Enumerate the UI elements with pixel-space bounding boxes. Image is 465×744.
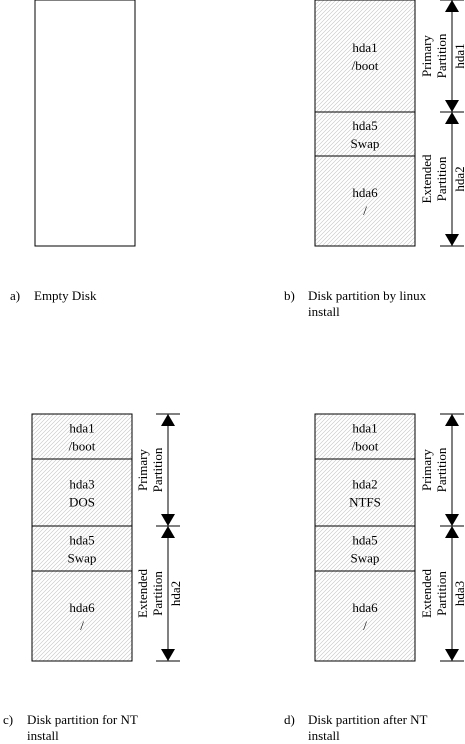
group-label: Partition [434,156,449,201]
partition-label: /boot [69,439,96,454]
caption-text: Disk partition for NT install [27,712,138,743]
partition-hda6: hda6 / [31,570,133,662]
caption-letter: a) [10,288,21,303]
arrowhead [161,514,175,526]
partition-hda6: hda6 / [314,570,416,662]
group-label: Partition [150,447,165,492]
partition-hda1: hda1/boot [314,0,416,113]
partition-name: hda1 [69,421,94,436]
partition-name: hda6 [69,600,95,615]
partition-block [314,458,416,527]
group-label: Partition [434,33,449,78]
group-label: Partition [434,447,449,492]
partition-hda6: hda6 / [314,155,416,247]
partition-block [314,155,416,247]
group-device: hda1 [452,43,465,68]
caption-letter: c) [3,712,14,727]
caption-c: c) Disk partition for NT install [3,712,138,744]
partition-block [31,525,133,572]
group-type: Extended [419,568,434,618]
partition-block [31,570,133,662]
partition-block [314,525,416,572]
caption-a: a) Empty Disk [10,288,96,304]
group-device: hda3 [452,581,465,606]
disk-panel-a [34,0,136,247]
partition-block [314,413,416,460]
caption-d: d) Disk partition after NT install [284,712,428,744]
partition-name: hda1 [352,40,377,55]
arrowhead [445,414,459,426]
caption-text: Disk partition by linux install [308,288,427,319]
partition-label: /boot [352,58,379,73]
partition-label: Swap [68,551,97,566]
arrowhead [161,414,175,426]
caption-text: Disk partition after NT install [308,712,428,743]
partition-name: hda5 [352,118,377,133]
partition-name: hda3 [69,477,94,492]
arrowhead [445,514,459,526]
partition-name: hda1 [352,421,377,436]
group-type: Primary [419,35,434,77]
arrowhead [445,112,459,124]
group-type: Extended [419,154,434,204]
partition-block [314,0,416,113]
caption-text: Empty Disk [34,288,97,303]
partition-hda1: hda1/boot [31,413,133,460]
partition-name: hda5 [352,533,377,548]
partition-label: /boot [352,439,379,454]
caption-letter: d) [284,712,295,727]
group-device: hda2 [452,166,465,191]
caption-letter: b) [284,288,295,303]
arrowhead [445,526,459,538]
group-type: Extended [135,568,150,618]
partition-label: / [363,618,367,633]
partition-name: hda6 [352,185,378,200]
group-type: Primary [135,449,150,491]
partition-label: NTFS [349,495,381,510]
group-device: hda2 [168,581,183,606]
arrowhead [445,0,459,12]
group-label: Partition [150,571,165,616]
partition-name: hda6 [352,600,378,615]
empty-disk [34,0,136,247]
arrowhead [445,234,459,246]
partition-label: / [363,203,367,218]
partition-block [31,458,133,527]
arrowhead [161,526,175,538]
caption-b: b) Disk partition by linux install [284,288,426,320]
arrowhead [445,649,459,661]
partition-hda1: hda1/boot [314,413,416,460]
group-label: Partition [434,571,449,616]
partition-block [314,111,416,157]
arrowhead [445,100,459,112]
partition-label: Swap [351,136,380,151]
partition-block [314,570,416,662]
partition-name: hda5 [69,533,94,548]
partition-name: hda2 [352,477,377,492]
partition-label: / [80,618,84,633]
group-type: Primary [419,449,434,491]
arrowhead [161,649,175,661]
partition-label: DOS [69,495,95,510]
partition-label: Swap [351,551,380,566]
